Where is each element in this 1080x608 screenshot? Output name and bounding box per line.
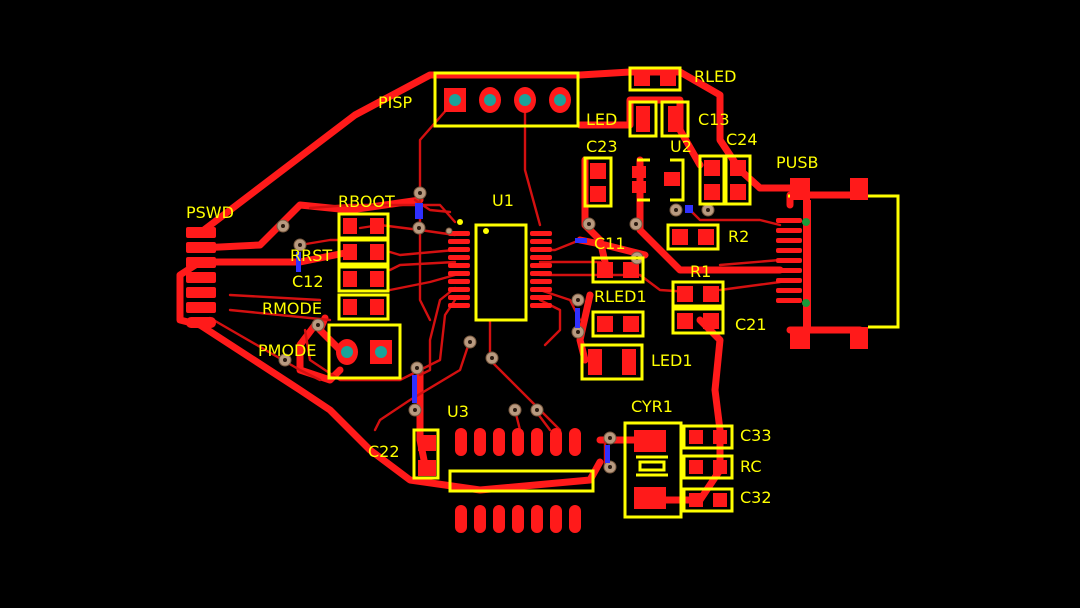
label-led: LED	[586, 110, 617, 129]
label-c12: C12	[292, 272, 324, 291]
label-c23: C23	[586, 137, 618, 156]
label-c33: C33	[740, 426, 772, 445]
through-hole-pads	[336, 87, 810, 365]
vias	[276, 186, 715, 474]
label-pswd: PSWD	[186, 203, 234, 222]
label-rboot: RBOOT	[338, 192, 395, 211]
label-rrst: RRST	[290, 246, 332, 265]
label-pisp: PISP	[378, 93, 413, 112]
label-rc: RC	[740, 457, 762, 476]
label-c21: C21	[735, 315, 767, 334]
label-rmode: RMODE	[262, 299, 322, 318]
label-r1: R1	[690, 262, 711, 281]
component-labels: PISP RLED LED C13 C23 U2 C24 PUSB PSWD R…	[186, 67, 819, 507]
label-cyr1: CYR1	[631, 397, 673, 416]
label-c22: C22	[368, 442, 400, 461]
label-led1: LED1	[651, 351, 693, 370]
label-c13: C13	[698, 110, 730, 129]
label-rled1: RLED1	[594, 287, 647, 306]
label-rled: RLED	[694, 67, 736, 86]
label-u3: U3	[447, 402, 469, 421]
label-u2: U2	[670, 137, 692, 156]
label-pusb: PUSB	[776, 153, 819, 172]
label-r2: R2	[728, 227, 749, 246]
label-c24: C24	[726, 130, 758, 149]
smd-pads	[186, 70, 868, 533]
label-u1: U1	[492, 191, 514, 210]
label-pmode: PMODE	[258, 341, 316, 360]
label-c32: C32	[740, 488, 772, 507]
label-c11: C11	[594, 234, 626, 253]
silkscreen-outlines	[327, 66, 900, 519]
